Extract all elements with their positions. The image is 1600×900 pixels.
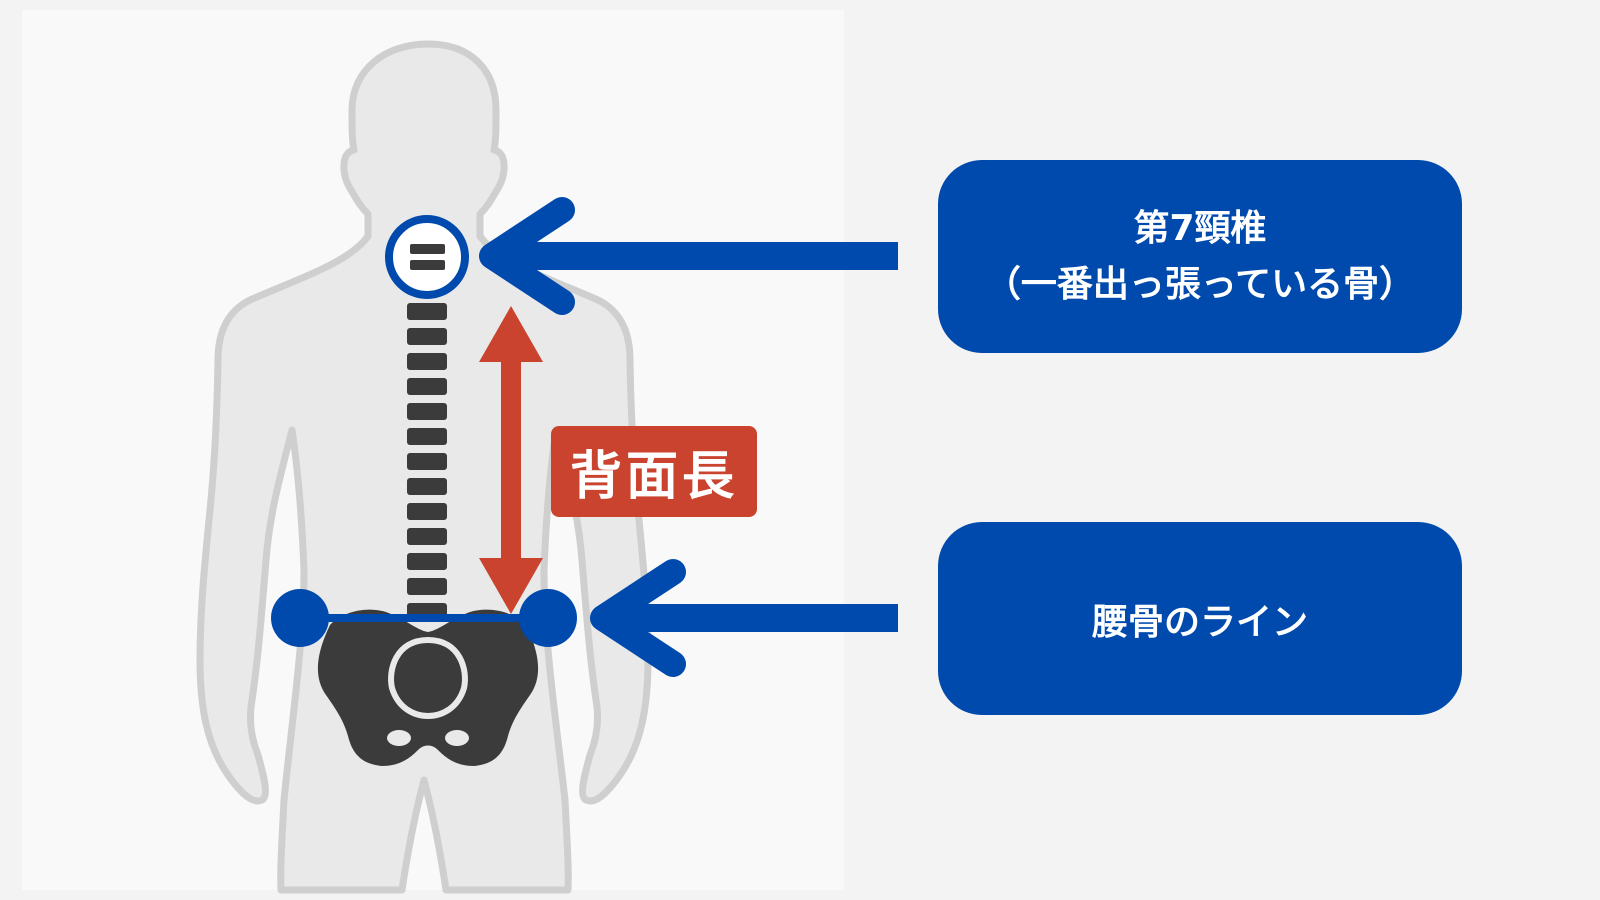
vertebra [407, 353, 447, 370]
vertebra [407, 328, 447, 345]
vertebra [407, 428, 447, 445]
vertebra [407, 453, 447, 470]
vertebra [407, 553, 447, 570]
waist-line-marker [271, 589, 577, 647]
vertebra [407, 303, 447, 320]
waist-callout: 腰骨のライン [938, 522, 1462, 715]
c7-callout-subtitle: （一番出っ張っている骨） [984, 263, 1416, 305]
obturator-right [445, 730, 469, 746]
waist-arrow-head [590, 559, 686, 677]
vertebra [407, 503, 447, 520]
c7-arrow-head [479, 197, 575, 315]
waist-endpoint-left [271, 589, 329, 647]
spine [407, 303, 447, 620]
arrow-left-icon [590, 559, 898, 677]
measure-head-top [479, 306, 543, 362]
double-headed-arrow-icon [479, 306, 543, 614]
back-length-label: 背面長 [551, 426, 757, 517]
measure-head-bottom [479, 558, 543, 614]
obturator-left [387, 730, 411, 746]
vertebra [407, 403, 447, 420]
vertebra [407, 378, 447, 395]
measure-shaft [501, 352, 521, 568]
waist-callout-text: 腰骨のライン [1091, 601, 1308, 643]
c7-callout: 第7頸椎 （一番出っ張っている骨） [938, 160, 1462, 353]
pelvis [317, 609, 539, 766]
arrow-left-icon [479, 197, 898, 315]
c7-vertebra [410, 244, 445, 254]
c7-callout-title: 第7頸椎 [1133, 207, 1267, 249]
vertebra [407, 528, 447, 545]
pelvis-inlet [388, 636, 468, 720]
waist-endpoint-right [519, 589, 577, 647]
back-length-text: 背面長 [569, 447, 738, 507]
vertebra [407, 478, 447, 495]
c7-vertebra [410, 260, 445, 270]
c7-marker [385, 215, 469, 299]
vertebra [407, 578, 447, 595]
c7-circle-marker-icon [385, 215, 469, 299]
